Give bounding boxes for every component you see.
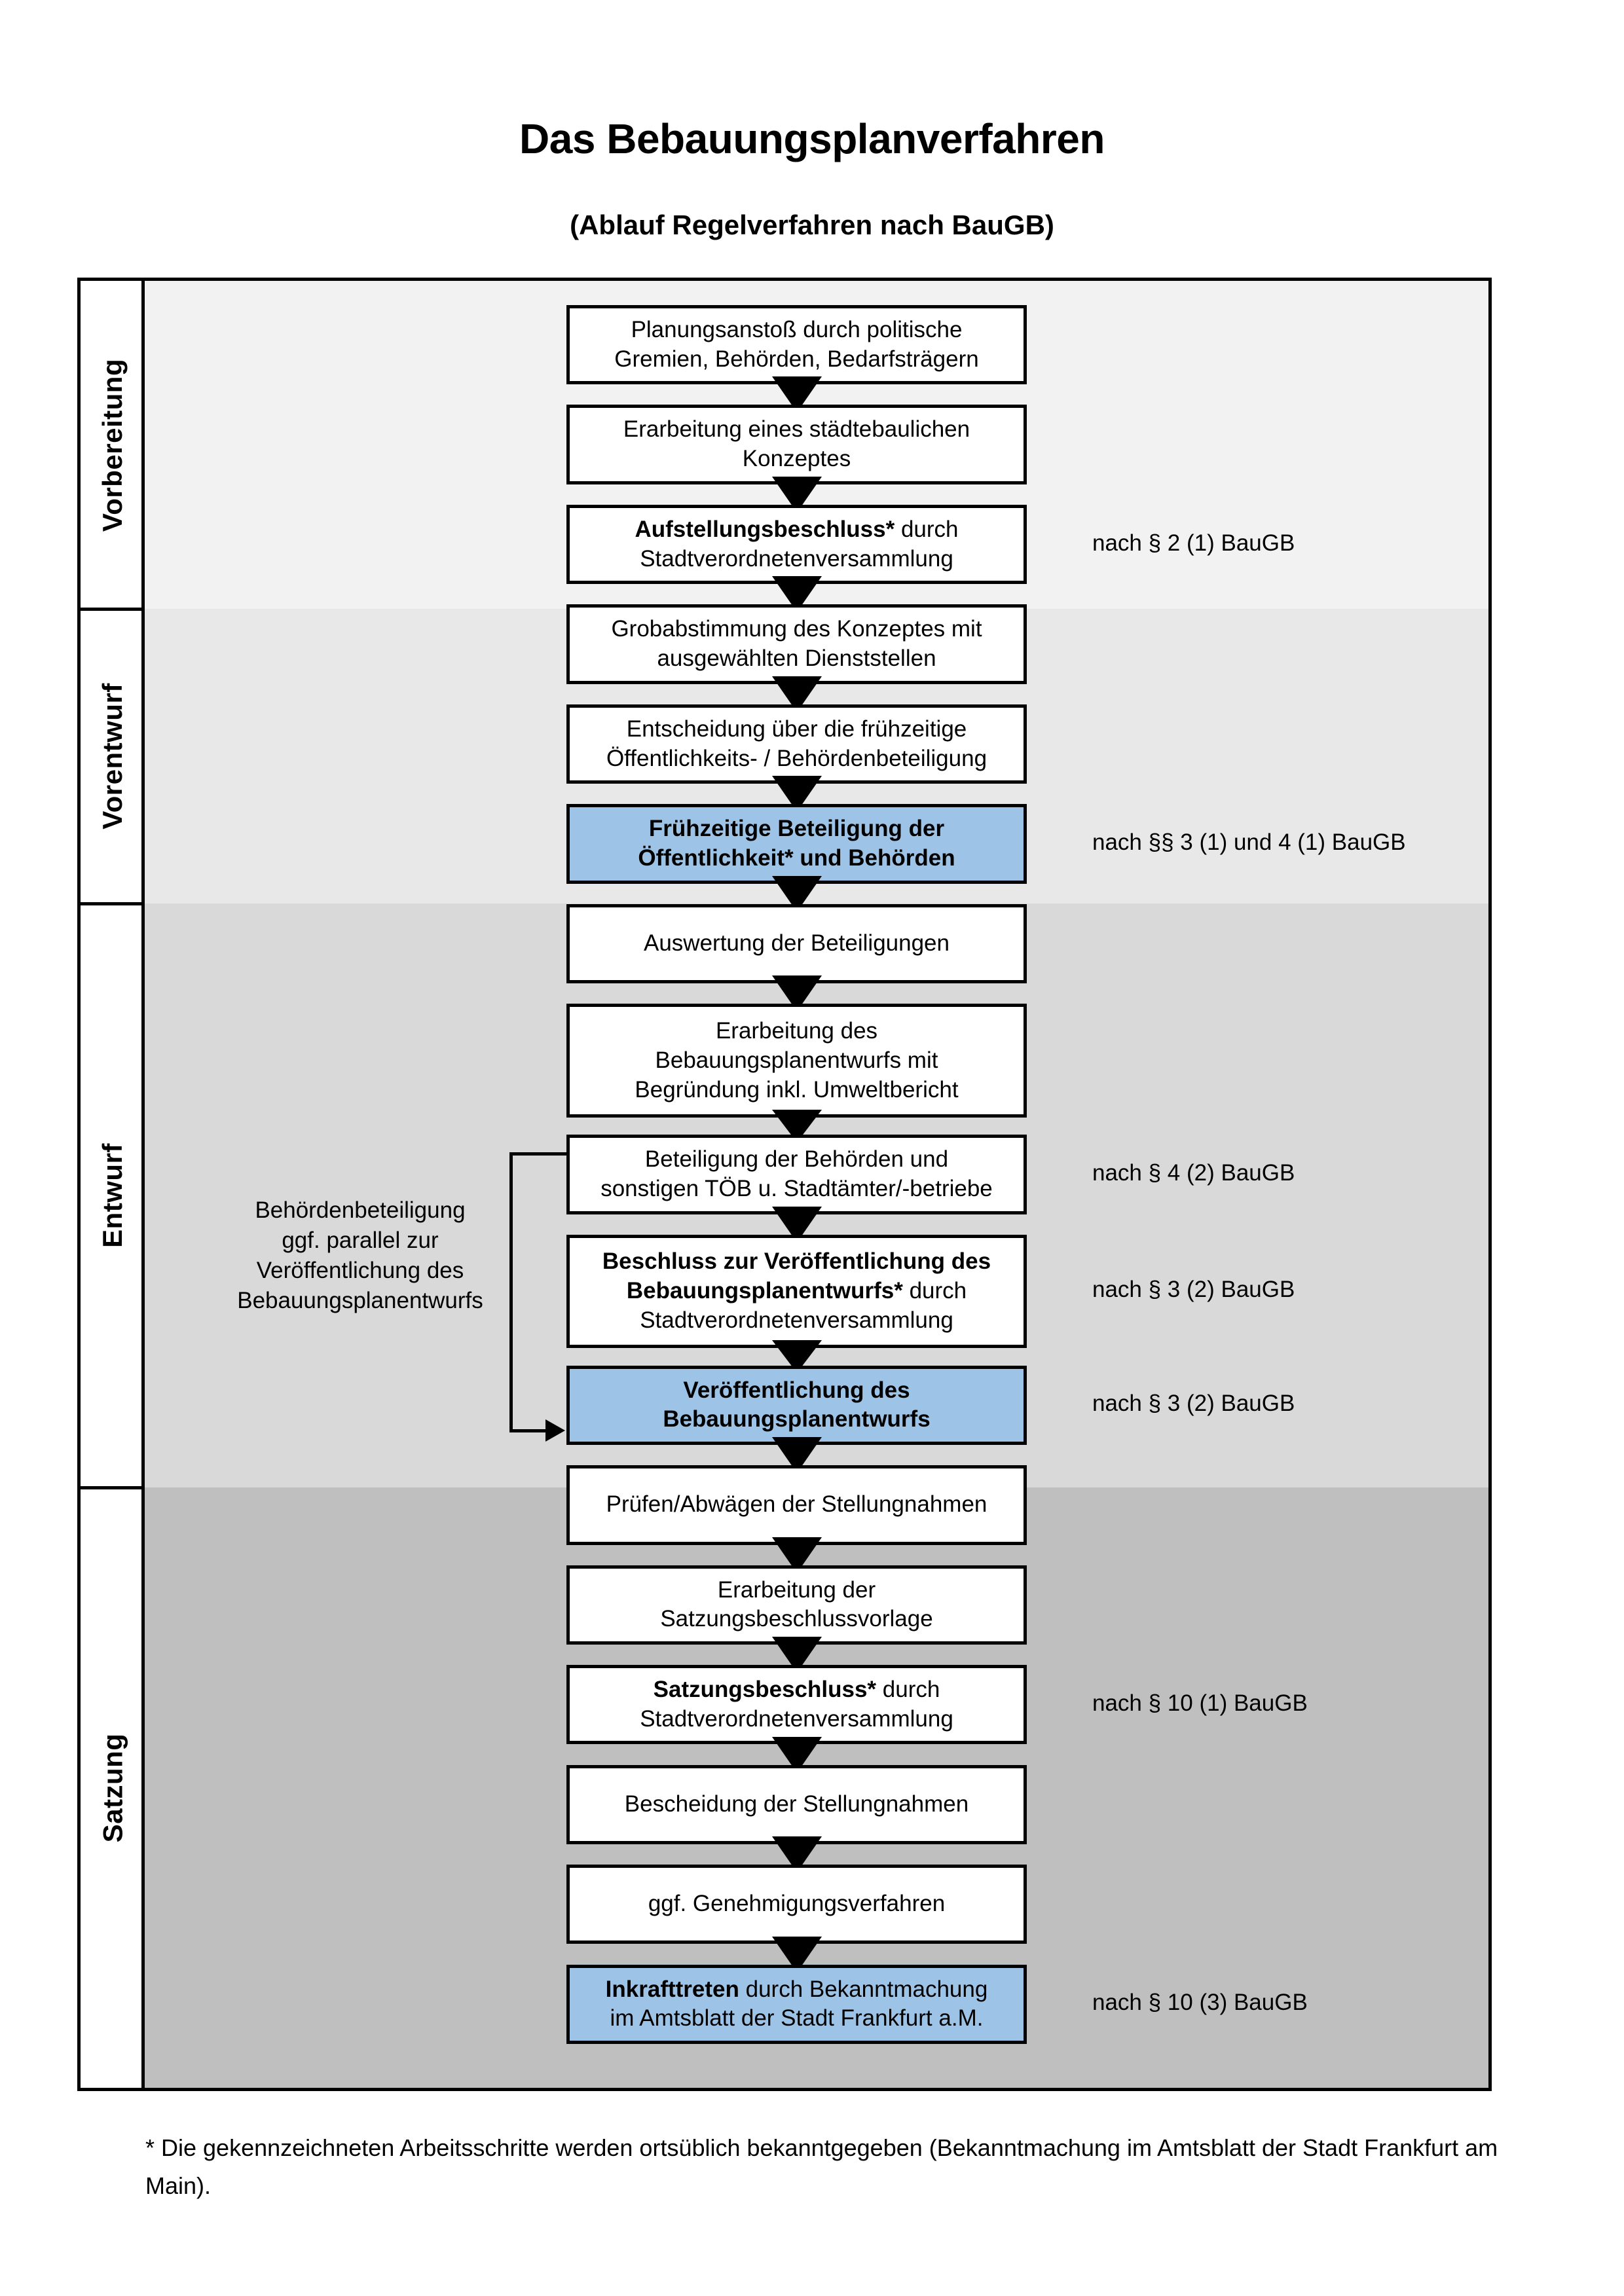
legal-reference-r5: nach § 3 (2) BauGB (1092, 1391, 1295, 1417)
process-step-s17[interactable]: Inkrafttreten durch Bekanntmachungim Amt… (566, 1965, 1027, 2044)
bypass-connector-arrowhead (545, 1419, 565, 1442)
process-step-label: Erarbeitung derSatzungsbeschlussvorlage (578, 1576, 1016, 1635)
bypass-connector-vertical-segment (509, 1152, 513, 1429)
process-step-label: Bescheidung der Stellungnahmen (578, 1790, 1016, 1819)
process-step-label: Grobabstimmung des Konzeptes mitausgewäh… (578, 615, 1016, 674)
side-note-line: Veröffentlichung des (196, 1256, 524, 1286)
process-step-s10[interactable]: Beschluss zur Veröffentlichung desBebauu… (566, 1235, 1027, 1348)
process-step-label: Erarbeitung eines städtebaulichenKonzept… (578, 415, 1016, 474)
legal-reference-r2: nach §§ 3 (1) und 4 (1) BauGB (1092, 829, 1406, 856)
bypass-connector-top-segment (509, 1152, 566, 1156)
phase-label-column: Vorbereitung Vorentwurf Entwurf Satzung (81, 281, 145, 2088)
process-step-s11[interactable]: Veröffentlichung desBebauungsplanentwurf… (566, 1366, 1027, 1445)
bypass-connector-bottom-segment (509, 1429, 548, 1432)
process-step-label: Beteiligung der Behörden undsonstigen TÖ… (578, 1145, 1016, 1204)
process-step-label: Prüfen/Abwägen der Stellungnahmen (578, 1490, 1016, 1520)
process-step-s13[interactable]: Erarbeitung derSatzungsbeschlussvorlage (566, 1565, 1027, 1645)
process-step-s4[interactable]: Grobabstimmung des Konzeptes mitausgewäh… (566, 604, 1027, 683)
footnote: * Die gekennzeichneten Arbeitsschritte w… (145, 2129, 1507, 2206)
process-step-s16[interactable]: ggf. Genehmigungsverfahren (566, 1865, 1027, 1944)
process-step-label: Veröffentlichung desBebauungsplanentwurf… (578, 1376, 1016, 1435)
process-step-s9[interactable]: Beteiligung der Behörden undsonstigen TÖ… (566, 1135, 1027, 1214)
process-step-label: Frühzeitige Beteiligung derÖffentlichkei… (578, 814, 1016, 873)
process-step-s14[interactable]: Satzungsbeschluss* durchStadtverordneten… (566, 1665, 1027, 1744)
phase-label-entwurf: Entwurf (81, 903, 145, 1487)
process-step-label: Auswertung der Beteiligungen (578, 929, 1016, 958)
flowchart-frame: Vorbereitung Vorentwurf Entwurf Satzung … (77, 278, 1492, 2091)
page-title: Das Bebauungsplanverfahren (0, 115, 1624, 163)
phase-label-text: Vorbereitung (97, 358, 128, 531)
process-step-label: Entscheidung über die frühzeitigeÖffentl… (578, 715, 1016, 774)
process-step-s1[interactable]: Planungsanstoß durch politischeGremien, … (566, 305, 1027, 384)
process-step-s7[interactable]: Auswertung der Beteiligungen (566, 904, 1027, 983)
legal-reference-r7: nach § 10 (3) BauGB (1092, 1990, 1308, 2016)
phase-label-text: Satzung (97, 1733, 128, 1842)
process-step-s2[interactable]: Erarbeitung eines städtebaulichenKonzept… (566, 405, 1027, 484)
process-step-label: Aufstellungsbeschluss* durchStadtverordn… (578, 515, 1016, 574)
process-step-label: ggf. Genehmigungsverfahren (578, 1889, 1016, 1919)
legal-reference-r3: nach § 4 (2) BauGB (1092, 1160, 1295, 1186)
legal-reference-r1: nach § 2 (1) BauGB (1092, 530, 1295, 556)
legal-reference-r6: nach § 10 (1) BauGB (1092, 1690, 1308, 1717)
process-step-s3[interactable]: Aufstellungsbeschluss* durchStadtverordn… (566, 505, 1027, 584)
phase-label-satzung: Satzung (81, 1487, 145, 2088)
process-step-s8[interactable]: Erarbeitung desBebauungsplanentwurfs mit… (566, 1004, 1027, 1117)
process-step-s12[interactable]: Prüfen/Abwägen der Stellungnahmen (566, 1465, 1027, 1544)
process-step-label: Beschluss zur Veröffentlichung desBebauu… (578, 1247, 1016, 1335)
phase-label-text: Entwurf (97, 1143, 128, 1248)
side-note-line: ggf. parallel zur (196, 1226, 524, 1256)
process-step-label: Satzungsbeschluss* durchStadtverordneten… (578, 1675, 1016, 1734)
side-note-behoerdenbeteiligung: Behördenbeteiligungggf. parallel zurVerö… (196, 1195, 524, 1317)
process-step-label: Planungsanstoß durch politischeGremien, … (578, 316, 1016, 374)
process-step-label: Inkrafttreten durch Bekanntmachungim Amt… (578, 1975, 1016, 2034)
phase-label-vorbereitung: Vorbereitung (81, 281, 145, 609)
phase-label-text: Vorentwurf (97, 683, 128, 829)
process-step-s5[interactable]: Entscheidung über die frühzeitigeÖffentl… (566, 704, 1027, 784)
process-step-s6[interactable]: Frühzeitige Beteiligung derÖffentlichkei… (566, 804, 1027, 883)
phase-label-vorentwurf: Vorentwurf (81, 609, 145, 903)
process-step-label: Erarbeitung desBebauungsplanentwurfs mit… (578, 1017, 1016, 1104)
side-note-line: Behördenbeteiligung (196, 1195, 524, 1226)
process-step-s15[interactable]: Bescheidung der Stellungnahmen (566, 1765, 1027, 1844)
page-subtitle: (Ablauf Regelverfahren nach BauGB) (0, 210, 1624, 241)
legal-reference-r4: nach § 3 (2) BauGB (1092, 1277, 1295, 1303)
side-note-line: Bebauungsplanentwurfs (196, 1286, 524, 1316)
